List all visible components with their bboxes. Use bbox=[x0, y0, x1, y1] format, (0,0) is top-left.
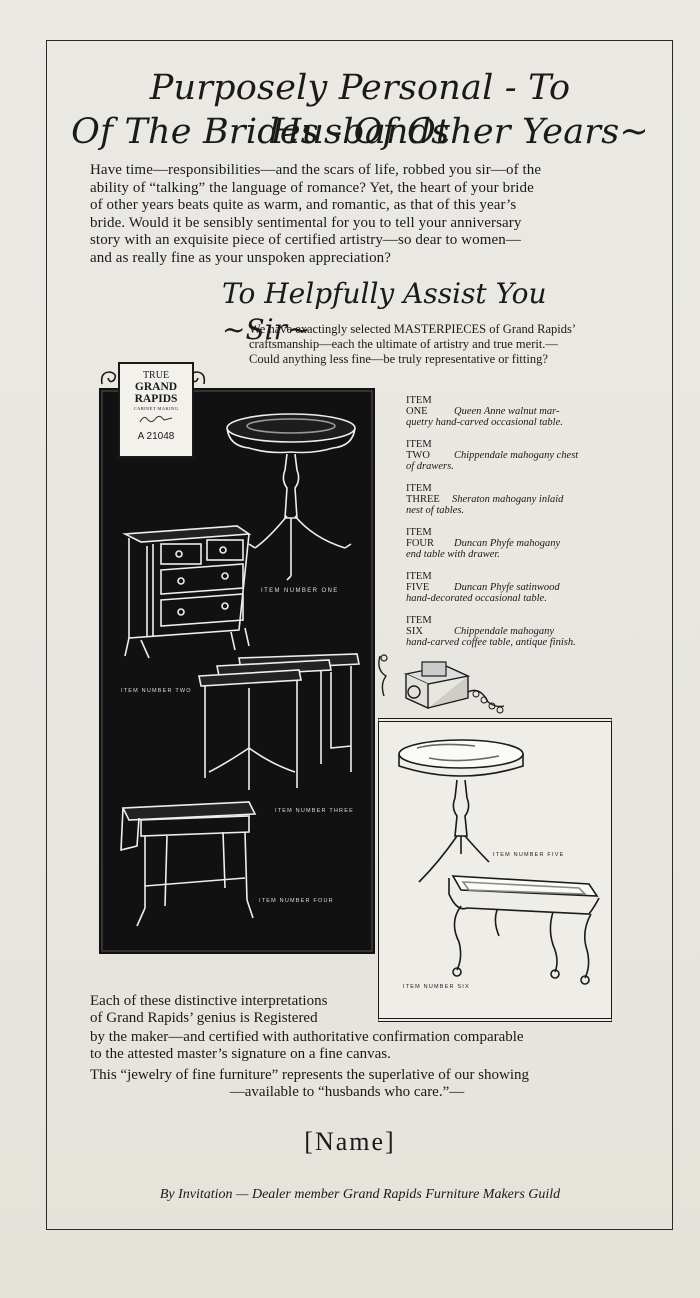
masterpieces-line: Could anything less fine—be truly repres… bbox=[249, 352, 548, 366]
closing-line-2: of Grand Rapids’ genius is Registered bbox=[90, 1010, 318, 1026]
list-item: ITEM SIX Chippendale mahogany hand-carved… bbox=[406, 615, 588, 648]
item-label: ITEM bbox=[406, 615, 432, 626]
stamp-number: A 21048 bbox=[137, 431, 175, 442]
item-description: Chippendale mahogany chest bbox=[454, 450, 579, 461]
intro-line: of other years beats quite as warm, and … bbox=[90, 197, 517, 213]
stamp-line-3: RAPIDS bbox=[134, 393, 178, 405]
item-description: Chippendale mahogany bbox=[454, 626, 555, 637]
item-description: Duncan Phyfe satinwood bbox=[454, 582, 560, 593]
subhead: To Helpfully Assist You ~Sir~ bbox=[222, 277, 547, 346]
item-description-cont: end table with drawer. bbox=[406, 549, 500, 560]
item-five-table-illustration bbox=[398, 739, 524, 883]
item-description-cont: nest of tables. bbox=[406, 505, 465, 516]
item-four-endtable-illustration bbox=[120, 801, 257, 927]
intro-line: and as really fine as your unspoken appr… bbox=[90, 249, 392, 266]
item-description: Duncan Phyfe mahogany bbox=[454, 538, 561, 549]
caption-item-two: ITEM NUMBER TWO bbox=[121, 688, 192, 694]
dealer-name-placeholder: [Name] bbox=[304, 1127, 396, 1156]
item-number: FIVE bbox=[406, 582, 430, 593]
intro-line: story with an exquisite piece of certifi… bbox=[90, 232, 521, 248]
furniture-panel-light: ITEM NUMBER FIVE ITEM NUMBER SIX bbox=[378, 718, 612, 1022]
signature-mark bbox=[139, 415, 173, 423]
jewelry-box-ornament bbox=[376, 636, 508, 722]
footer-invitation: By Invitation — Dealer member Grand Rapi… bbox=[159, 1187, 561, 1202]
item-number: FOUR bbox=[406, 538, 435, 549]
item-label: ITEM bbox=[406, 439, 432, 450]
furniture-panel-dark: ITEM NUMBER ONE ITEM NUMBER TWO ITEM NUM… bbox=[99, 388, 375, 954]
closing-line-4: to the attested master’s signature on a … bbox=[90, 1046, 391, 1062]
closing-line-3: by the maker—and certified with authorit… bbox=[90, 1029, 524, 1045]
item-description-cont: hand-decorated occasional table. bbox=[406, 593, 547, 604]
item-number: SIX bbox=[406, 626, 423, 637]
caption-item-one: ITEM NUMBER ONE bbox=[261, 588, 339, 594]
item-number: ONE bbox=[406, 406, 428, 417]
item-number: THREE bbox=[406, 494, 440, 505]
item-three-nest-illustration bbox=[198, 653, 360, 790]
item-label: ITEM bbox=[406, 571, 432, 582]
true-grand-rapids-stamp: TRUE GRAND RAPIDS CABINET MAKING A 21048 bbox=[118, 362, 194, 458]
headline-line-1: Purposely Personal - To Husbands bbox=[149, 68, 571, 152]
item-six-coffee-table-illustration bbox=[448, 875, 600, 985]
item-two-chest-illustration bbox=[122, 525, 252, 659]
headline-line-2: Of The Brides - Of Other Years~ bbox=[71, 112, 649, 152]
intro-paragraph: Have time—responsibilities—and the scars… bbox=[90, 162, 611, 267]
masterpieces-line: We have exactingly selected MASTERPIECES… bbox=[249, 322, 577, 336]
closing-line-6: —available to “husbands who care.”— bbox=[229, 1084, 465, 1100]
item-description-cont: hand-carved coffee table, antique finish… bbox=[406, 637, 576, 648]
list-item: ITEM THREE Sheraton mahogany inlaid nest … bbox=[406, 483, 588, 516]
caption-item-six: ITEM NUMBER SIX bbox=[403, 984, 470, 990]
intro-line: bride. Would it be sensibly sentimental … bbox=[90, 214, 522, 231]
item-label: ITEM bbox=[406, 395, 432, 406]
list-item: ITEM FIVE Duncan Phyfe satinwood hand-dec… bbox=[406, 571, 588, 604]
intro-line: Have time—responsibilities—and the scars… bbox=[90, 162, 542, 178]
list-item: ITEM TWO Chippendale mahogany chest of dr… bbox=[406, 439, 588, 472]
furniture-illustrations-dark: ITEM NUMBER ONE ITEM NUMBER TWO ITEM NUM… bbox=[101, 390, 373, 952]
caption-item-four: ITEM NUMBER FOUR bbox=[259, 898, 334, 904]
list-item: ITEM FOUR Duncan Phyfe mahogany end table… bbox=[406, 527, 588, 560]
closing-line-5: This “jewelry of fine furniture” represe… bbox=[90, 1067, 530, 1083]
intro-line: ability of “talking” the language of rom… bbox=[90, 179, 534, 196]
stamp-line-2: GRAND bbox=[134, 381, 178, 393]
items-list: ITEM ONE Queen Anne walnut mar- quetry ha… bbox=[406, 395, 588, 659]
caption-item-five: ITEM NUMBER FIVE bbox=[493, 852, 564, 858]
advertisement-border bbox=[46, 40, 673, 1230]
item-description: Sheraton mahogany inlaid bbox=[452, 494, 564, 505]
furniture-illustrations-light: ITEM NUMBER FIVE ITEM NUMBER SIX bbox=[398, 739, 600, 990]
closing-line-1: Each of these distinctive interpretation… bbox=[90, 993, 328, 1009]
stamp-line-4: CABINET MAKING bbox=[133, 406, 179, 411]
item-label: ITEM bbox=[406, 483, 432, 494]
item-one-table-illustration bbox=[226, 413, 356, 581]
masterpieces-paragraph: We have exactingly selected MASTERPIECES… bbox=[249, 322, 615, 367]
list-item: ITEM ONE Queen Anne walnut mar- quetry ha… bbox=[406, 395, 588, 428]
stamp-line-1: TRUE bbox=[142, 370, 170, 381]
item-description-cont: of drawers. bbox=[406, 461, 454, 472]
item-description: Queen Anne walnut mar- bbox=[454, 406, 560, 417]
caption-item-three: ITEM NUMBER THREE bbox=[275, 808, 354, 814]
item-label: ITEM bbox=[406, 527, 432, 538]
masterpieces-line: craftsmanship—each the ultimate of artis… bbox=[249, 337, 558, 351]
item-number: TWO bbox=[406, 450, 430, 461]
item-description-cont: quetry hand-carved occasional table. bbox=[406, 417, 563, 428]
